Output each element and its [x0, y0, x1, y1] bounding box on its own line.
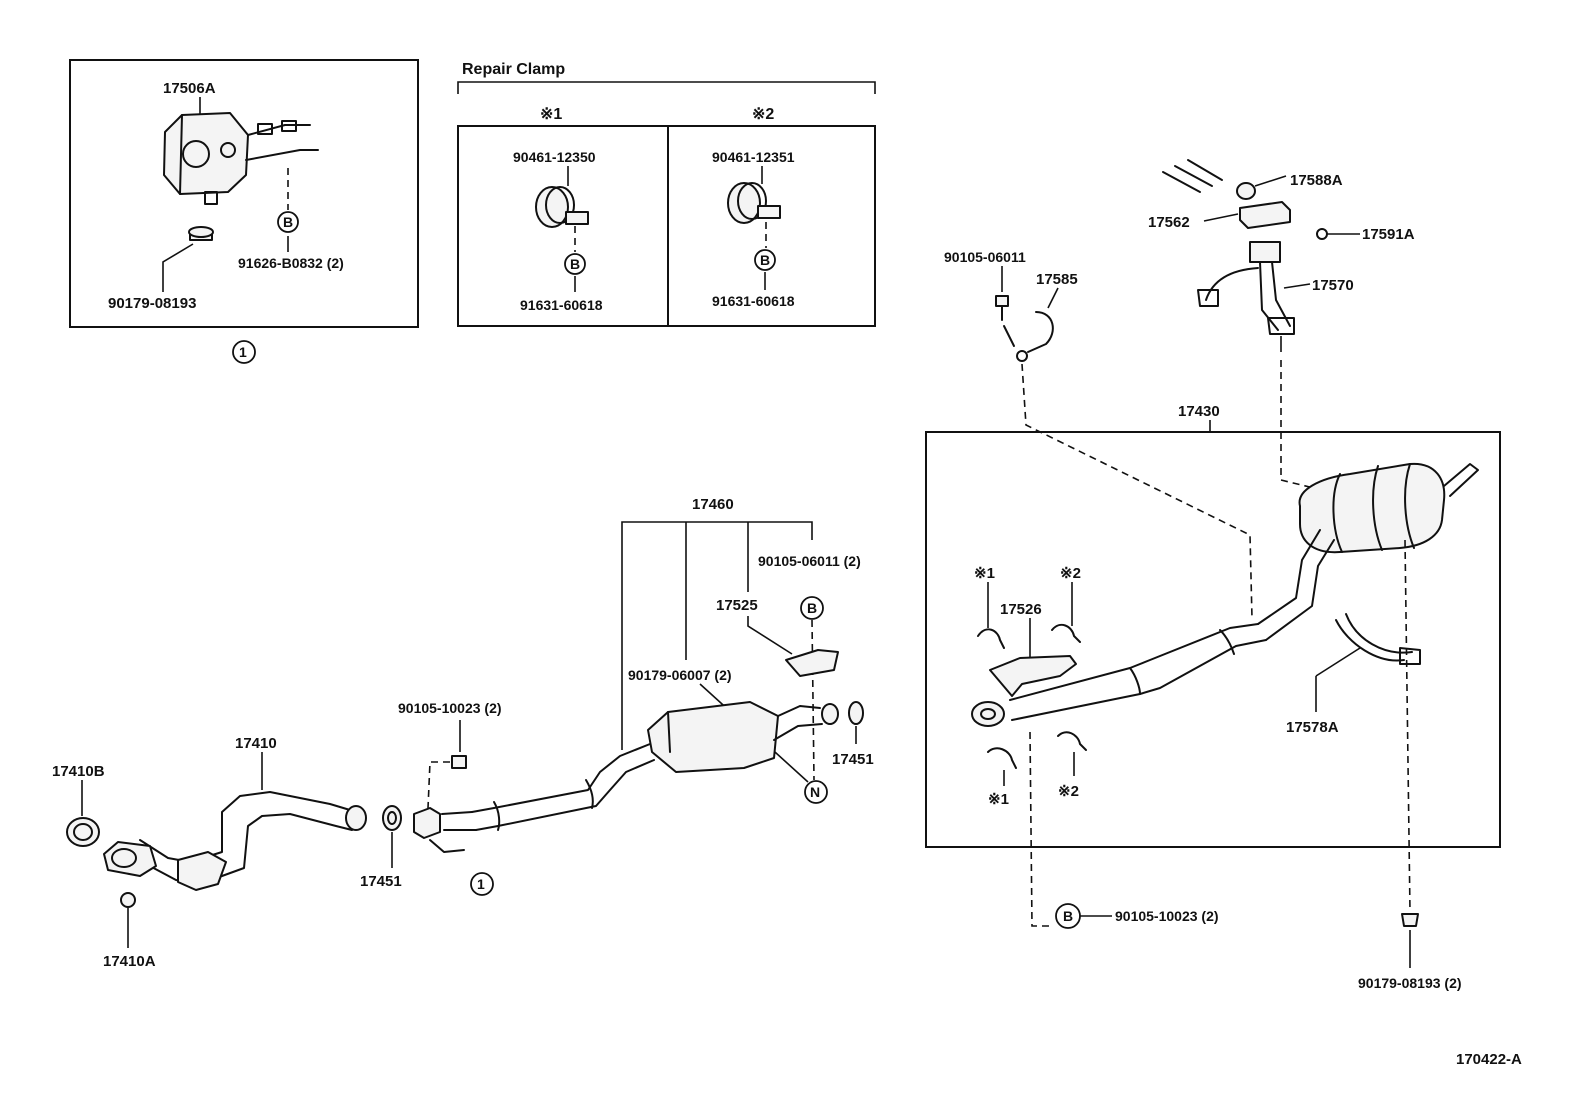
label-17506A: 17506A	[163, 80, 216, 97]
label-17562: 17562	[1148, 214, 1190, 231]
label-17525: 17525	[716, 597, 758, 614]
label-17430: 17430	[1178, 403, 1220, 420]
clamp-1-part[interactable]	[535, 186, 589, 228]
catalytic-converter-17460-part[interactable]	[413, 701, 839, 853]
bolt-callout-b-cat: B	[800, 596, 824, 620]
label-17460: 17460	[692, 496, 734, 513]
svg-text:B: B	[283, 214, 293, 230]
clamp-star1-lower-part[interactable]	[987, 747, 1017, 769]
clamp-star2-lower-part[interactable]	[1057, 731, 1087, 751]
label-90105-06011-2: 90105-06011 (2)	[758, 553, 861, 569]
label-star1-a: ※1	[974, 565, 995, 582]
label-90105-10023: 90105-10023 (2)	[398, 700, 502, 716]
svg-text:B: B	[760, 252, 770, 268]
bolt-callout-b: B	[277, 211, 299, 233]
clamp-2-bolt-callout-b: B	[754, 249, 776, 271]
label-90179-08193-2: 90179-08193 (2)	[1358, 975, 1462, 991]
heat-shield-17525-part[interactable]	[785, 649, 839, 677]
clamp-star2-upper-part[interactable]	[1051, 623, 1081, 643]
front-pipe-17410-part[interactable]	[103, 791, 367, 891]
hanger-17570-part[interactable]	[1197, 241, 1295, 335]
tailpipe-assembly-box: ※1 ※2 17526 ※1 ※2 17578A	[925, 431, 1501, 848]
diagram-code: 170422-A	[1456, 1051, 1522, 1068]
label-17588A: 17588A	[1290, 172, 1343, 189]
label-91631-60618-a: 91631-60618	[520, 297, 603, 313]
clamp-star1-upper-part[interactable]	[977, 628, 1005, 649]
clamp-2-part[interactable]	[727, 182, 781, 224]
label-17451-b: 17451	[832, 751, 874, 768]
hanger-inset: 17506A B 91626-B0832 (2) 90179-08193	[69, 59, 419, 328]
label-star2-a: ※2	[1060, 565, 1081, 582]
gasket-17410B-part[interactable]	[66, 817, 100, 847]
label-90105-10023-b: 90105-10023 (2)	[1115, 908, 1219, 924]
label-17410B: 17410B	[52, 763, 105, 780]
label-17410: 17410	[235, 735, 277, 752]
muffler-17430-part[interactable]	[971, 462, 1479, 727]
bolt-90105-06011-part[interactable]	[995, 295, 1009, 321]
hanger-band-17578A-part[interactable]	[1335, 613, 1421, 665]
callout-circle-1-bottom: 1	[470, 872, 494, 896]
heat-shield-17526-part[interactable]	[989, 655, 1077, 697]
nut-callout-n: N	[804, 780, 828, 804]
label-17451-a: 17451	[360, 873, 402, 890]
gasket-17451-right-part[interactable]	[848, 701, 864, 725]
repair-clamp-col1: ※1	[540, 106, 562, 123]
nut-17591A-part[interactable]	[1316, 228, 1328, 240]
grommet-bottom-part[interactable]	[1401, 913, 1419, 927]
gasket-17451-left-part[interactable]	[382, 805, 402, 831]
bolt-callout-b-bottom: B	[1055, 903, 1081, 929]
label-91631-60618-b: 91631-60618	[712, 293, 795, 309]
svg-text:B: B	[807, 600, 817, 616]
bracket-17562-part[interactable]	[1239, 201, 1291, 229]
repair-clamp-title: Repair Clamp	[462, 61, 565, 78]
callout-circle-1-top: 1	[232, 340, 256, 364]
bolt-90105-10023-part[interactable]	[451, 755, 467, 769]
label-90179-08193: 90179-08193	[108, 295, 196, 312]
clamp-1-bolt-callout-b: B	[564, 253, 586, 275]
grommet-part[interactable]	[188, 226, 214, 241]
label-17578A: 17578A	[1286, 719, 1339, 736]
tail-hanger-group: 17588A 17562 17591A 17570 90105-06011 17…	[944, 159, 1415, 619]
label-90461-12351: 90461-12351	[712, 149, 795, 165]
svg-text:N: N	[810, 784, 820, 800]
label-17526: 17526	[1000, 601, 1042, 618]
label-17585: 17585	[1036, 271, 1078, 288]
label-17570: 17570	[1312, 277, 1354, 294]
heat-sensor-17585-part[interactable]	[1003, 311, 1054, 362]
svg-text:1: 1	[477, 876, 485, 892]
clip-17588A-part[interactable]	[1236, 182, 1256, 200]
label-star1-b: ※1	[988, 791, 1009, 808]
label-star2-b: ※2	[1058, 783, 1079, 800]
label-90461-12350: 90461-12350	[513, 149, 596, 165]
label-90179-06007: 90179-06007 (2)	[628, 667, 732, 683]
repair-clamp-inset: Repair Clamp ※1 ※2 90461-12350 B 91631-6…	[457, 61, 876, 327]
repair-clamp-col2: ※2	[752, 106, 774, 123]
hanger-rubber-part[interactable]	[163, 112, 319, 205]
svg-text:1: 1	[239, 344, 247, 360]
label-91626-B0832: 91626-B0832 (2)	[238, 255, 344, 271]
label-17591A: 17591A	[1362, 226, 1415, 243]
label-17410A: 17410A	[103, 953, 156, 970]
svg-text:B: B	[570, 256, 580, 272]
svg-text:B: B	[1063, 908, 1073, 924]
nut-17410A-part[interactable]	[120, 892, 136, 908]
label-90105-06011: 90105-06011	[944, 249, 1026, 265]
